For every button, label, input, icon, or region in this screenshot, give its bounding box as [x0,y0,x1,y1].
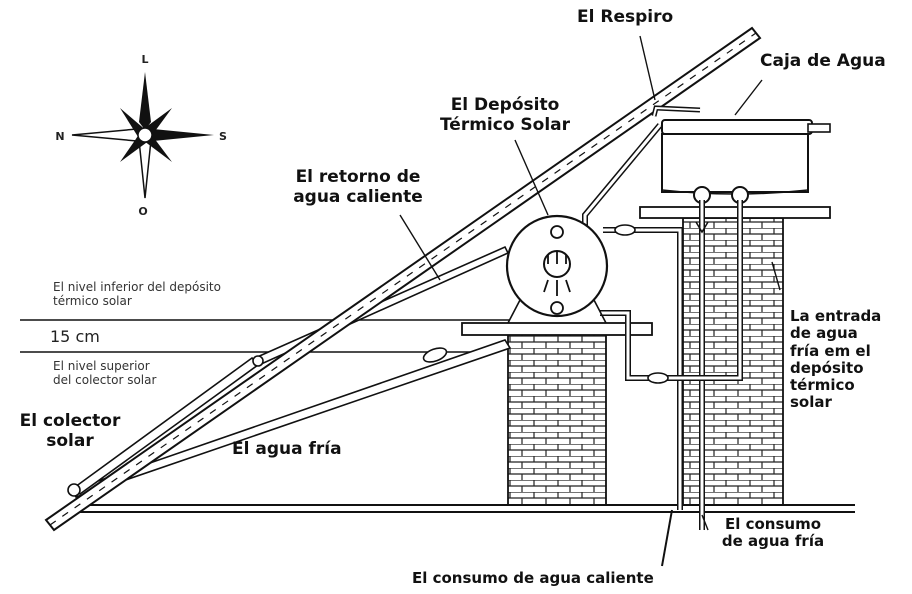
label-collector-top-level: El nivel superior del colector solar [53,359,157,388]
label-solar-collector-line1: El colector [19,411,121,431]
label-distance: 15 cm [50,327,100,346]
compass-east: S [219,130,227,143]
label-collector-top-level-line2: del colector solar [53,372,157,387]
label-respiro: El Respiro [577,7,674,27]
label-cold-water: El agua fría [232,439,342,459]
cold-supply-pipe [600,200,743,530]
water-box [661,119,831,204]
label-solar-collector: El colector solar [10,411,130,451]
label-hot-return-line2: agua caliente [293,186,423,207]
label-cold-consumption-line2: de agua fría [721,532,825,551]
label-water-box: Caja de Agua [760,51,886,71]
cold-inlet-pipe [603,224,683,510]
label-cold-consumption: El consumo de agua fría [708,515,838,551]
label-hot-return-line1: El retorno de [295,167,421,187]
label-tank-bottom-level-line2: térmico solar [53,293,132,308]
label-cold-inlet-line1: La entrada [790,307,882,325]
label-cold-inlet: La entrada de agua fría em el depósito t… [790,307,882,412]
label-cold-inlet-line3: fría em el [790,341,871,360]
label-collector-top-level-line1: El nivel superior [53,359,150,373]
compass-south: O [138,205,147,218]
compass-north: L [141,53,148,66]
compass-west: N [55,130,64,143]
solar-collector [44,26,762,532]
label-hot-return: El retorno de agua caliente [288,167,428,207]
label-cold-inlet-line6: solar [790,393,832,412]
thermal-tank [505,214,609,324]
label-cold-inlet-line4: depósito [790,358,864,377]
leader-lines [399,35,781,531]
label-cold-inlet-line2: de agua [790,324,858,343]
label-tank-bottom-level: El nivel inferior del depósito térmico s… [53,280,221,309]
label-thermal-tank-line2: Térmico Solar [439,114,571,135]
label-solar-collector-line2: solar [46,430,94,451]
label-thermal-tank: El Depósito Térmico Solar [430,95,580,135]
label-hot-consumption: El consumo de agua caliente [412,569,654,587]
label-cold-inlet-line5: térmico [790,376,855,394]
label-cold-consumption-line1: El consumo [724,515,822,533]
label-thermal-tank-line1: El Depósito [450,95,560,115]
compass-rose [71,72,214,199]
label-tank-bottom-level-line1: El nivel inferior del depósito [53,280,221,294]
ground-line [78,504,855,513]
tank-brick-pillar [461,322,653,506]
hot-consumption-pipe [661,509,673,567]
